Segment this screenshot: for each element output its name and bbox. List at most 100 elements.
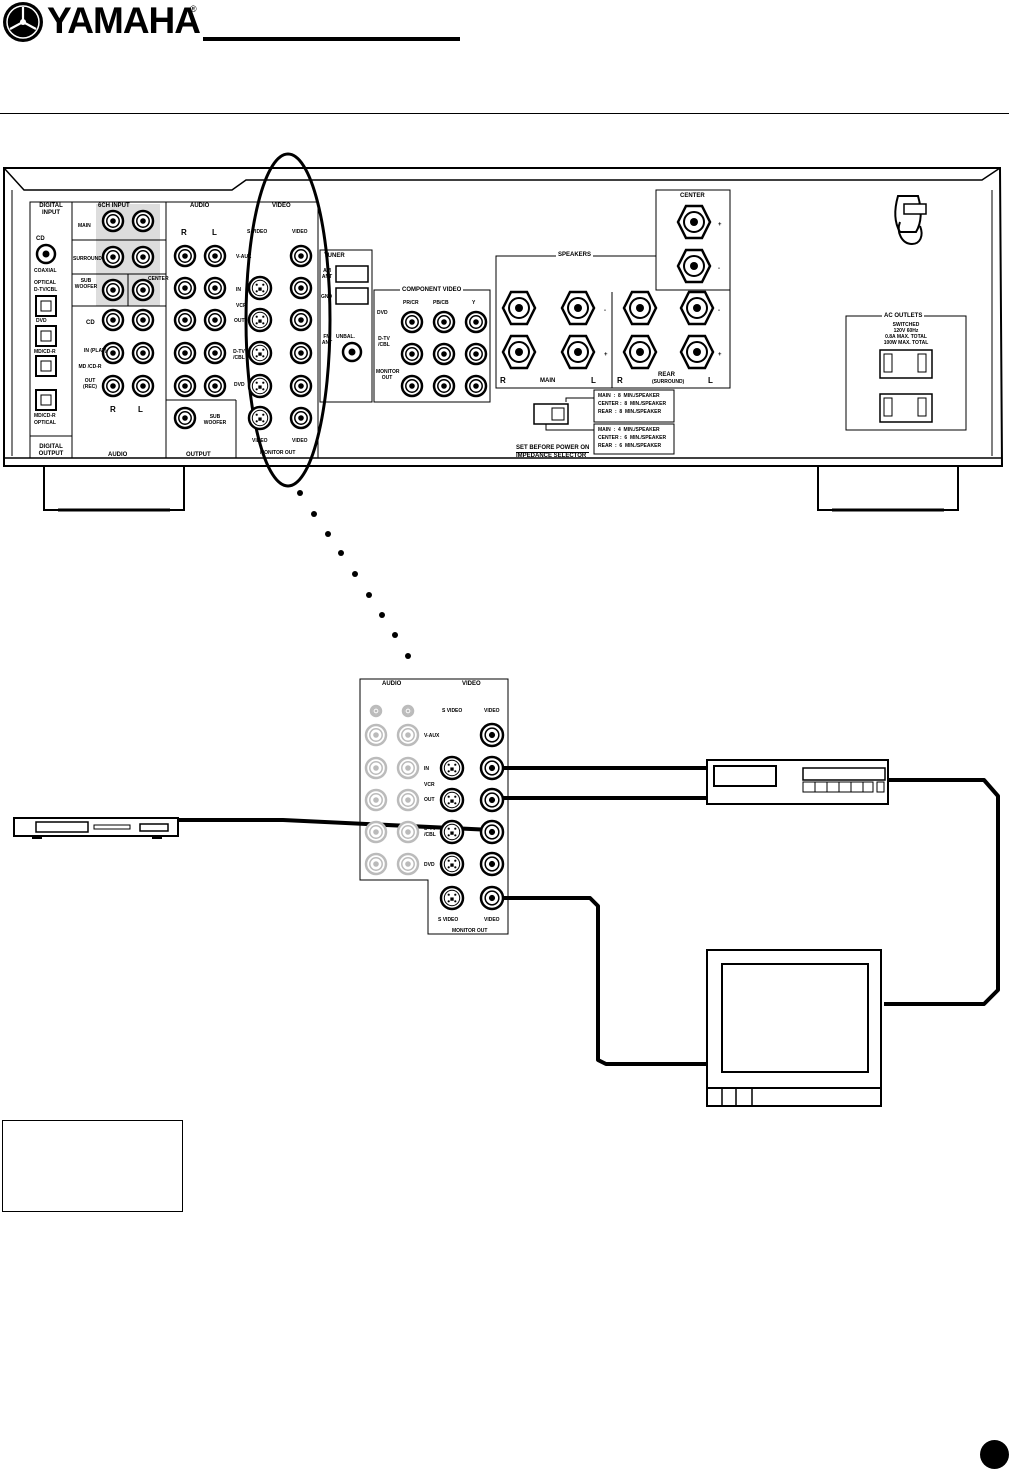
audio-in-jack-icon [101,341,125,365]
detail-video-title: VIDEO [462,681,481,687]
detail-audio-jack-icon [364,820,388,844]
detail-in-label: IN [424,766,429,772]
speakers-main-label: MAIN [540,378,556,384]
six-ch-center-label: CENTER [148,276,169,282]
brand-registered-mark: ® [190,4,197,14]
ac-outlets-voltage: 120V 60Hz [893,328,919,334]
av-audio-jack-icon [173,374,197,398]
av-video-jack-icon [289,341,313,365]
component-jack-icon [400,374,424,398]
av-v-aux-label: V-AUX [236,254,252,260]
impedance-warning: SET BEFORE POWER ON [516,445,590,453]
impedance-setting-a-main: MAIN : 8 MIN./SPEAKER [598,393,660,399]
detail-video-jack-icon [479,755,505,781]
coaxial-label: COAXIAL [34,268,57,274]
speakers-center-label: CENTER [680,193,705,199]
detail-s-video-jack-icon [439,819,465,845]
av-video-bottom-1-label: VIDEO [252,438,268,444]
detail-s-video-jack-icon [439,885,465,911]
detail-audio-jack-icon [364,756,388,780]
audio-in-jack-icon [131,341,155,365]
component-jack-icon [464,374,488,398]
detail-video-jack-icon [479,722,505,748]
detail-dvd-label: DVD [424,862,435,868]
detail-audio-jack-icon [396,852,420,876]
audio-in-jack-icon [131,374,155,398]
rear-minus-label: - [718,308,720,314]
detail-audio-jack-icon [364,852,388,876]
dvd-player-icon [13,817,179,839]
audio-in-play-label: IN (PLAY) [84,348,107,354]
detail-video-jack-icon [479,819,505,845]
speaker-terminal-icon [560,334,596,370]
av-video-jack-icon [289,308,313,332]
sub-woofer-out-jack-icon [173,406,197,430]
av-r-label: R [181,228,187,237]
main-minus-label: - [604,308,606,314]
optical-in-label: OPTICAL [34,280,56,286]
optical-out-label: OPTICAL [34,420,56,426]
av-audio-jack-icon [203,308,227,332]
tuner-gnd-label: GND [321,294,333,300]
tuner-title: TUNER [324,253,345,259]
detail-out-label: OUT [424,797,435,803]
ac-outlets-amps: 0.8A MAX. TOTAL [885,334,927,340]
av-s-video-jack-icon [247,275,273,301]
component-pr-label: PR/CR [403,300,419,306]
speaker-terminal-icon [679,334,715,370]
speakers-rear-l-label: L [708,376,713,385]
audio-r-label: R [110,405,116,414]
md-cdr-in-label: MD/CD-R [34,349,56,355]
detail-s-video-jack-icon [439,851,465,877]
component-pb-label: PB/CB [433,300,449,306]
component-jack-icon [464,310,488,334]
header-divider [0,113,1009,114]
component-monitor-out-label: MONITOR OUT [376,369,400,381]
detail-video-jack-icon [479,885,505,911]
impedance-selector-label: IMPEDANCE SELECTOR [516,453,587,459]
six-ch-jack-icon [101,278,125,302]
detail-vcr-label: VCR [424,782,435,788]
detail-video-jack-icon [479,787,505,813]
detail-s-video-bottom-label: S VIDEO [438,917,459,923]
center-speaker-terminal-icon [676,248,712,284]
audio-md-cdr-label: MD /CD-R [78,364,102,370]
av-video-jack-icon [289,406,313,430]
av-sub-woofer-label: SUB WOOFER [203,414,227,426]
speaker-terminal-icon [501,290,537,326]
speakers-main-l-label: L [591,376,596,385]
center-minus-label: - [718,266,720,272]
component-jack-icon [432,374,456,398]
impedance-setting-b-center: CENTER : 6 MIN./SPEAKER [598,435,667,441]
digital-output-label: DIGITAL OUTPUT [38,444,64,457]
md-cdr-out-label: MD/CD-R [34,413,56,419]
speaker-terminal-icon [560,290,596,326]
detail-monitor-out-label: MONITOR OUT [452,928,488,934]
component-jack-icon [432,310,456,334]
av-video-title: VIDEO [272,203,291,209]
rear-plus-label: + [718,352,722,358]
main-plus-label: + [604,352,608,358]
audio-in-jack-icon [101,308,125,332]
six-ch-jack-icon [131,245,155,269]
audio-out-rec-label: OUT (REC) [83,378,97,390]
six-ch-jack-icon [131,278,155,302]
av-audio-jack-icon [203,341,227,365]
detail-l-marker-icon [401,704,415,718]
center-plus-label: + [718,222,722,228]
detail-audio-jack-icon [396,756,420,780]
dvd-digital-label: DVD [36,318,47,324]
av-s-video-jack-icon [247,340,273,366]
detail-video-bottom-label: VIDEO [484,917,500,923]
impedance-setting-a-center: CENTER : 8 MIN./SPEAKER [598,401,667,407]
av-audio-jack-icon [173,308,197,332]
av-l-label: L [212,228,217,237]
component-jack-icon [400,342,424,366]
av-video-col-label: VIDEO [292,229,308,235]
av-audio-jack-icon [203,374,227,398]
av-dvd-label: DVD [234,382,245,388]
av-output-label: OUTPUT [186,452,211,458]
audio-in-jack-icon [101,374,125,398]
detail-video-jack-icon [479,851,505,877]
